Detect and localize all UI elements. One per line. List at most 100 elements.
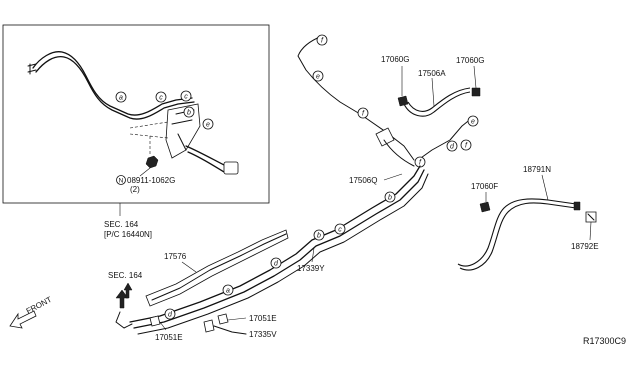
leader-18792e: [589, 221, 592, 241]
nut-quantity: (2): [130, 185, 140, 194]
svg-text:a: a: [226, 288, 230, 295]
label-17051e-left: 17051E: [155, 333, 183, 342]
callout-e-inset: e: [202, 118, 214, 130]
hose-18791n-inner: [459, 202, 577, 271]
nut-symbol-circle: [116, 175, 126, 185]
svg-text:f: f: [419, 160, 422, 167]
nut-icon: [145, 155, 159, 169]
svg-text:b: b: [317, 233, 321, 240]
heat-shield-detail: [151, 233, 287, 301]
svg-text:e: e: [206, 122, 210, 129]
front-indicator: FRONT: [9, 295, 54, 329]
callout-e-upper: e: [312, 70, 324, 82]
callout-e-right: e: [467, 115, 479, 127]
label-17060g-right: 17060G: [456, 56, 484, 65]
clamp-17060g-right: [471, 87, 481, 97]
clamp-17060g-left: [397, 95, 409, 107]
sec164-bottom-label: SEC. 164: [108, 271, 143, 280]
clip-17335v: [203, 319, 215, 333]
clamp-17060f: [479, 201, 491, 213]
inset-tube-upper: [32, 51, 193, 116]
callout-f-top: f: [316, 34, 328, 46]
up-arrow-icon: [115, 289, 129, 309]
label-17060f: 17060F: [471, 182, 498, 191]
sec164-top-pc-label: [P/C 16440N]: [104, 230, 152, 239]
svg-text:e: e: [471, 119, 475, 126]
callout-c-inset-2: c: [180, 90, 192, 102]
svg-text:f: f: [465, 143, 468, 150]
upper-vent-tube-2: [417, 117, 473, 161]
clip-17051e-right: [217, 313, 229, 325]
lower-left-tube: [115, 311, 133, 329]
up-arrow-icon-2: [123, 282, 133, 299]
leader-17339y: [311, 247, 315, 263]
hose-17506a-inner: [407, 87, 471, 112]
inset-connector: [223, 161, 239, 175]
front-arrow-icon: [9, 310, 37, 329]
inset-dashed-guide-2: [129, 133, 169, 139]
inset-dashed-guide-1: [129, 121, 169, 129]
clip-17051e-left: [149, 315, 161, 327]
callout-a-inset: a: [115, 91, 127, 103]
svg-text:c: c: [184, 94, 188, 101]
valve-body: [375, 127, 395, 147]
label-17051e-right: 17051E: [249, 314, 277, 323]
nut-leader: [139, 167, 151, 177]
detail-inset-frame: [2, 24, 270, 204]
valve-hose: [383, 139, 415, 167]
upper-vent-tube: [297, 35, 415, 161]
leader-18791n: [541, 174, 549, 201]
svg-text:f: f: [362, 111, 365, 118]
label-17339y: 17339Y: [297, 264, 325, 273]
leader-17506q: [383, 173, 403, 181]
detail-inset: a c c b e N 08911-1062G (2): [2, 24, 270, 204]
leader-17051e-right: [227, 317, 247, 321]
inset-tube-end: [27, 63, 37, 75]
callout-d-right: d: [446, 140, 458, 152]
label-18791n: 18791N: [523, 165, 551, 174]
callout-f-mid: f: [357, 107, 369, 119]
main-tube-1: [129, 165, 421, 323]
cap-18792e-detail: [587, 213, 595, 221]
leader-17576: [181, 261, 197, 273]
leader-17060g-right: [473, 65, 477, 89]
svg-text:f: f: [321, 38, 324, 45]
label-17576: 17576: [164, 252, 187, 261]
svg-text:c: c: [338, 227, 342, 234]
svg-text:c: c: [159, 95, 163, 102]
callout-b-main-2: b: [313, 229, 325, 241]
label-17506a: 17506A: [418, 69, 446, 78]
svg-text:e: e: [316, 74, 320, 81]
diagram-reference: R17300C9: [583, 336, 626, 346]
front-label: FRONT: [25, 295, 54, 316]
callout-d-lower: d: [164, 308, 176, 320]
label-17335v: 17335V: [249, 330, 277, 339]
svg-text:a: a: [119, 95, 123, 102]
main-tube-2: [133, 169, 425, 329]
callout-a-main: a: [222, 284, 234, 296]
clip-17335v-tail: [213, 325, 247, 335]
callout-f-right: f: [460, 139, 472, 151]
nut-part-number: 08911-1062G: [127, 176, 175, 185]
callout-c-main: c: [334, 223, 346, 235]
svg-text:b: b: [187, 110, 191, 117]
svg-text:d: d: [274, 261, 279, 268]
hose-18791n-end-fitting: [573, 201, 581, 211]
callout-b-main: b: [384, 191, 396, 203]
label-17506q: 17506Q: [349, 176, 377, 185]
main-tube-3: [137, 173, 429, 335]
svg-text:d: d: [450, 144, 455, 151]
nut-symbol: N: [119, 178, 124, 185]
svg-text:d: d: [168, 312, 173, 319]
svg-text:b: b: [388, 195, 392, 202]
inset-tube-lower: [35, 56, 195, 120]
leader-17051e-left: [159, 321, 167, 331]
sec164-top-label: SEC. 164: [104, 220, 139, 229]
hose-18791n: [457, 198, 577, 267]
callout-b-inset: b: [183, 106, 195, 118]
callout-c-inset: c: [155, 91, 167, 103]
label-18792e: 18792E: [571, 242, 599, 251]
leader-17506a: [431, 77, 435, 107]
callout-d-main: d: [270, 257, 282, 269]
